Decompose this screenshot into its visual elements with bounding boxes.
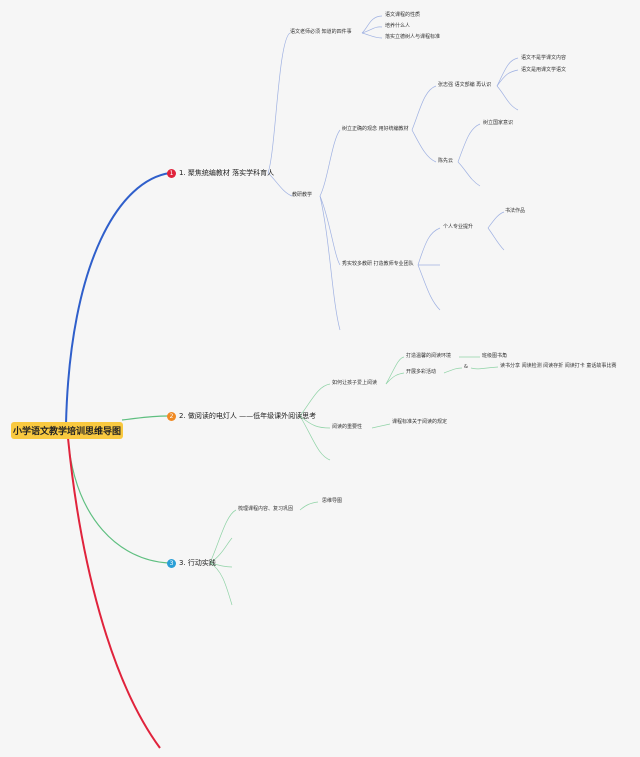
branch-1-title: 1. 聚焦统编教材 落实学科育人: [179, 169, 275, 177]
branch-3-node[interactable]: 3 3. 行动实践: [167, 558, 216, 568]
node-national-awareness[interactable]: 树立国家意识: [483, 120, 514, 126]
node-book-corner[interactable]: 班级图书角: [482, 353, 508, 359]
node-review[interactable]: 梳理课程内容、复习巩固: [238, 506, 294, 512]
node-standard-rules[interactable]: 课程标准关于阅读的规定: [392, 419, 448, 425]
node-importance[interactable]: 阅读的重要性: [332, 424, 363, 430]
root-node[interactable]: 小学语文教学培训思维导图: [11, 422, 123, 439]
branch-2-connector: [121, 415, 169, 421]
node-correct-concept[interactable]: 树立正确的观念 用好统编教材: [342, 126, 409, 132]
node-mind-map[interactable]: 思维导图: [322, 498, 343, 504]
branch-1-connector: [65, 172, 171, 425]
node-teacher-team[interactable]: 秀实较多教研 打造教师专业团队: [342, 261, 414, 267]
number-badge-icon: 3: [167, 558, 176, 568]
branch-1-node[interactable]: 1 1. 聚焦统编教材 落实学科育人: [167, 168, 274, 178]
node-activities[interactable]: 开展多彩活动: [406, 369, 437, 375]
node-love-reading[interactable]: 如何让孩子爱上阅读: [332, 380, 378, 386]
node-calligraphy[interactable]: 书法作品: [505, 208, 526, 214]
node-activity-list[interactable]: 读书分享 阅读检测 阅读存折 阅读打卡 童话故事比赛: [500, 363, 617, 369]
node-reading-environment[interactable]: 打造温馨的阅读环境: [406, 353, 452, 359]
node-teaching-research[interactable]: 教研教学: [292, 192, 313, 198]
node-four-things[interactable]: 语文老师必须 知道的四件事: [290, 29, 352, 35]
node-zhang-zhiqiang[interactable]: 张志强 语文部编 再认识: [438, 82, 492, 88]
branch-red-connector: [67, 437, 161, 749]
node-personal-growth[interactable]: 个人专业提升: [443, 224, 474, 230]
node-not-content[interactable]: 语文不是学课文内容: [521, 55, 567, 61]
node-learn-language[interactable]: 语文是用课文学语文: [521, 67, 567, 73]
branch-3-connector: [67, 437, 169, 564]
node-curriculum-standard[interactable]: 落实立德树人与课程标准: [385, 34, 441, 40]
node-chen-xianyun[interactable]: 陈先云: [438, 158, 454, 164]
number-badge-icon: 2: [167, 411, 176, 421]
branch-3-title: 3. 行动实践: [179, 559, 216, 567]
branch-2-title: 2. 做阅读的电灯人 ——低年级课外阅读思考: [179, 412, 317, 420]
node-ampersand: &: [464, 364, 468, 370]
node-course-nature[interactable]: 语文课程的性质: [385, 12, 421, 18]
branch-2-node[interactable]: 2 2. 做阅读的电灯人 ——低年级课外阅读思考: [167, 411, 316, 421]
number-badge-icon: 1: [167, 168, 176, 178]
node-cultivate-whom[interactable]: 培养什么人: [385, 23, 411, 29]
